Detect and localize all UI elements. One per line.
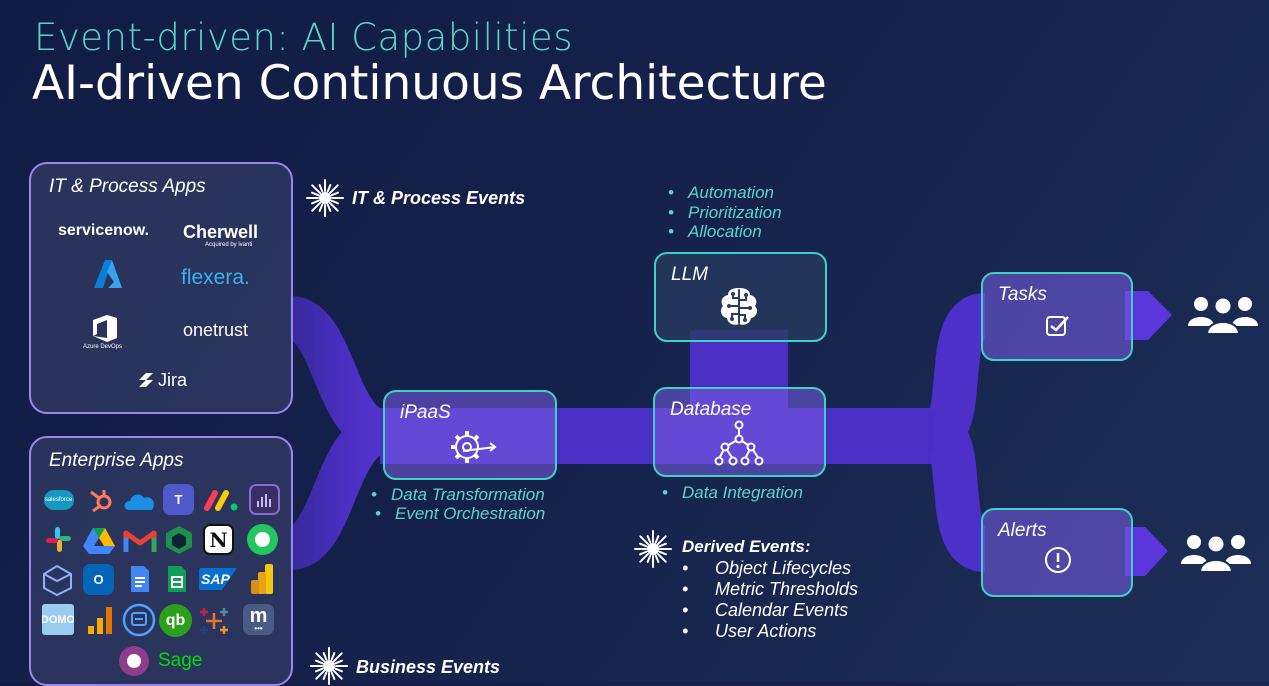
jira-logo: Jira bbox=[158, 370, 188, 390]
slack-icon bbox=[46, 527, 71, 552]
pink-circle-icon bbox=[119, 646, 149, 676]
derived-events-heading: Derived Events: bbox=[682, 537, 811, 556]
derived-events-burst-icon bbox=[634, 530, 672, 568]
enterprise-apps-panel: Enterprise Apps salesforce T bbox=[29, 436, 293, 686]
it-process-events-burst-icon bbox=[306, 179, 344, 217]
domo-logo: DOMO bbox=[42, 604, 74, 635]
it-process-apps-panel: IT & Process Apps servicenow. Cherwell A… bbox=[29, 162, 293, 414]
tasks-arrow bbox=[1125, 291, 1172, 340]
sap-logo: SAP bbox=[199, 568, 237, 590]
monday-icon bbox=[204, 490, 238, 511]
chat-app-icon bbox=[122, 603, 156, 637]
tableau-icon bbox=[200, 608, 228, 634]
azure-icon bbox=[94, 260, 122, 288]
salesforce-icon: salesforce bbox=[43, 484, 74, 515]
derived-item-1: •Object Lifecycles bbox=[682, 558, 852, 578]
derived-item-4: •User Actions bbox=[682, 621, 817, 641]
bar-analytics-icon bbox=[88, 607, 112, 634]
hubspot-icon bbox=[90, 490, 112, 513]
cherwell-logo: Cherwell bbox=[183, 222, 259, 242]
outlook-icon: O bbox=[83, 564, 114, 595]
hexagon-app-icon bbox=[166, 526, 192, 554]
checkbox-icon bbox=[1046, 316, 1069, 336]
gear-arrow-icon bbox=[451, 431, 497, 463]
tasks-box: Tasks bbox=[981, 272, 1133, 361]
alerts-label: Alerts bbox=[998, 520, 1047, 541]
monday-m-logo: m bbox=[249, 604, 268, 627]
cherwell-sub: Acquired by ivanti bbox=[205, 242, 253, 248]
polyhedron-icon bbox=[43, 564, 72, 597]
derived-item-2: •Metric Thresholds bbox=[682, 579, 859, 599]
database-box: Database bbox=[653, 387, 826, 477]
database-label: Database bbox=[670, 399, 752, 420]
google-drive-icon bbox=[83, 528, 115, 554]
enterprise-apps-title: Enterprise Apps bbox=[49, 450, 184, 471]
onedrive-icon bbox=[124, 494, 154, 510]
gmail-icon bbox=[123, 530, 157, 552]
it-process-apps-title: IT & Process Apps bbox=[49, 176, 206, 197]
business-events-label: Business Events bbox=[356, 657, 501, 677]
monday-m-icon: m ••• bbox=[243, 604, 274, 635]
sage-logo: Sage bbox=[158, 650, 203, 671]
azure-devops-label: Azure DevOps bbox=[83, 344, 123, 350]
diagram-title: AI-driven Continuous Architecture bbox=[32, 56, 827, 111]
llm-label: LLM bbox=[671, 264, 708, 285]
derived-item-3: •Calendar Events bbox=[682, 600, 849, 620]
diagram-subtitle: Event-driven: AI Capabilities bbox=[34, 16, 573, 59]
ipaas-bullet-1: •Data Transformation bbox=[371, 485, 545, 504]
alert-icon bbox=[1045, 547, 1071, 573]
alerts-box: Alerts bbox=[981, 508, 1133, 597]
alerts-arrow bbox=[1125, 527, 1168, 576]
users-group-icon bbox=[1188, 296, 1258, 335]
ipaas-label: iPaaS bbox=[400, 402, 451, 423]
llm-bullet-1: •Automation bbox=[668, 183, 774, 202]
google-sheets-icon bbox=[168, 566, 186, 592]
llm-bullet-3: •Allocation bbox=[668, 222, 762, 241]
users-group-icon-alerts bbox=[1181, 534, 1251, 573]
network-icon bbox=[714, 420, 764, 466]
azure-devops-icon bbox=[93, 315, 117, 342]
google-docs-icon bbox=[131, 566, 149, 592]
ipaas-box: iPaaS bbox=[383, 390, 557, 480]
brain-icon bbox=[720, 288, 758, 325]
teams-icon: T bbox=[163, 484, 194, 515]
database-bullet-1: •Data Integration bbox=[662, 483, 803, 502]
onetrust-logo: onetrust bbox=[183, 320, 249, 340]
servicenow-logo: servicenow. bbox=[58, 222, 150, 239]
circle-app-icon bbox=[247, 524, 278, 555]
salesforce-logo: salesforce bbox=[43, 489, 74, 510]
llm-box: LLM bbox=[654, 252, 827, 342]
notion-icon: N bbox=[203, 524, 234, 555]
llm-bullet-2: •Prioritization bbox=[668, 203, 782, 222]
flow-left-merge bbox=[286, 296, 389, 570]
jira-icon bbox=[139, 373, 153, 387]
it-process-events-label: IT & Process Events bbox=[352, 188, 526, 208]
ipaas-bullet-2: •Event Orchestration bbox=[375, 504, 546, 523]
quickbooks-logo: qb bbox=[159, 604, 192, 637]
business-events-burst-icon bbox=[310, 647, 348, 685]
power-bi-icon bbox=[251, 564, 273, 594]
tasks-label: Tasks bbox=[998, 284, 1047, 305]
analytics-icon bbox=[249, 484, 280, 515]
flexera-logo: flexera. bbox=[181, 266, 250, 289]
flow-right-split bbox=[926, 293, 990, 572]
